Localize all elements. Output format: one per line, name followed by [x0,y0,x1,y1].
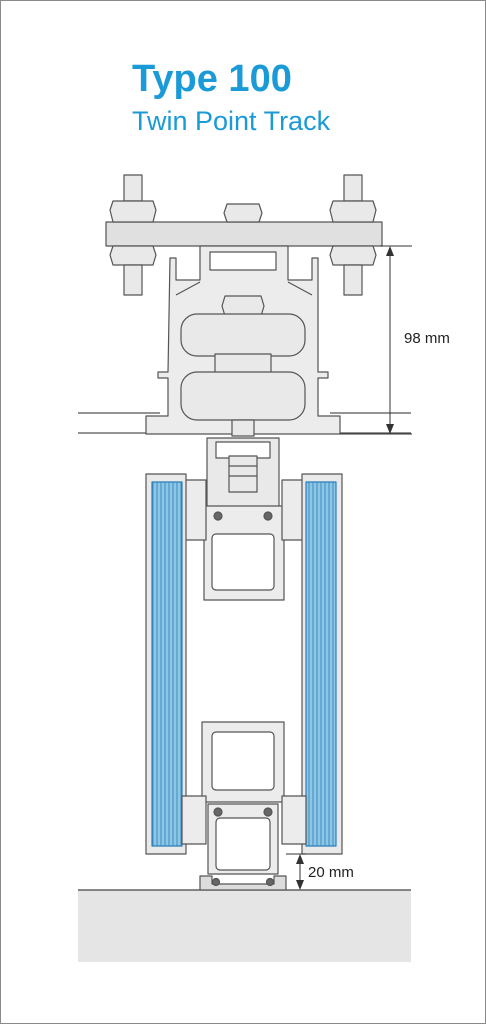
diagram-title: Type 100 [132,58,292,100]
glass-panel-right [301,473,343,855]
mounting-plate-assembly [105,174,383,296]
glass-panel-left [145,473,187,855]
diagram-subtitle: Twin Point Track [132,106,331,136]
twin-wheel-carriage [180,295,306,437]
mounting-plate [105,221,383,247]
dimension-98mm [340,245,412,435]
floor-guide [199,875,287,891]
lower-door-rail [181,721,307,875]
floor [78,890,411,962]
floor-clearance-label: 20 mm [308,864,354,881]
track-height-label: 98 mm [404,330,450,347]
door-hanger [206,437,280,511]
dimension-20mm [286,853,306,890]
